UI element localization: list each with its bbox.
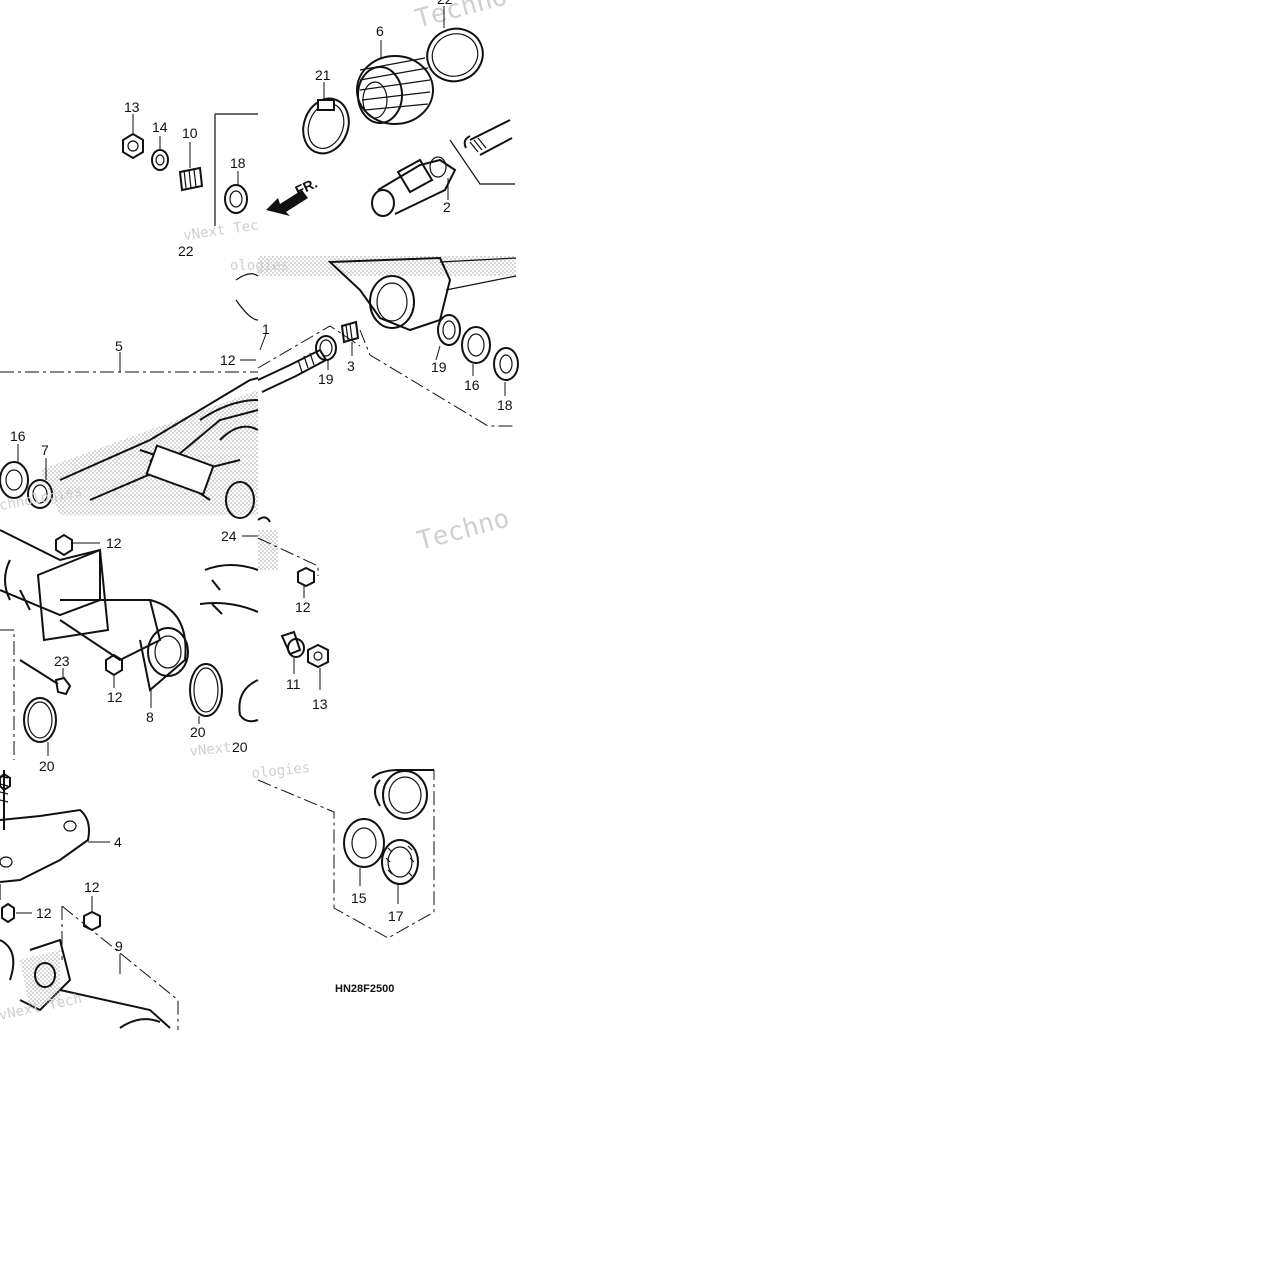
nut-part-13: 13: [122, 99, 144, 160]
callout-12b: 12: [106, 535, 122, 551]
tube-part-right: [257, 769, 435, 939]
clamp-part-22: 22: [426, 0, 484, 83]
housing-part-9: 9: [0, 905, 179, 1030]
nut-part-12a: 12: [55, 533, 122, 557]
panel-bottom: 4 12 12 9: [0, 769, 435, 1030]
callout-15: 15: [351, 890, 367, 906]
callout-3: 3: [347, 358, 355, 374]
callout-5: 5: [115, 338, 123, 354]
ring-part-19: 19: [315, 335, 337, 387]
callout-9: 9: [115, 938, 123, 954]
nut-part-12e: 12: [0, 902, 52, 924]
shaft-part-1: 1 12: [220, 321, 328, 393]
callout-16: 16: [464, 377, 480, 393]
callout-12c: 12: [107, 689, 123, 705]
bearing-part-15: 15: [343, 818, 385, 906]
housing-part-8: 8: [0, 529, 189, 725]
callout-14: 14: [152, 119, 168, 135]
seal-part-17: 17: [381, 839, 419, 924]
callout-12e: 12: [36, 905, 52, 921]
callout-17: 17: [388, 908, 404, 924]
callout-19: 19: [318, 371, 334, 387]
front-arrow-icon: FR.: [266, 175, 320, 216]
svg-text:vNext Tec: vNext Tec: [182, 218, 259, 244]
svg-text:ologies: ologies: [251, 760, 311, 782]
callout-23: 23: [54, 653, 70, 669]
callout-12f: 12: [84, 879, 100, 895]
callout-16b: 16: [10, 428, 26, 444]
callout-22: 22: [437, 0, 453, 7]
svg-text:ologies: ologies: [230, 258, 289, 274]
callout-12d: 12: [295, 599, 311, 615]
callout-7: 19: [431, 359, 447, 375]
svg-text:Techno: Techno: [414, 503, 512, 556]
callout-20: 20: [39, 758, 55, 774]
callout-18: 18: [230, 155, 246, 171]
boot-part-6: 6: [356, 23, 434, 125]
arrow-label: FR.: [293, 175, 320, 199]
callout-20c: 20: [232, 739, 248, 755]
callout-6: 6: [376, 23, 384, 39]
callout-10: 10: [182, 125, 198, 141]
callout-22b: 22: [178, 243, 194, 259]
spring-part-10: 10: [178, 125, 204, 192]
callout-8: 8: [146, 709, 154, 725]
callout-11: 11: [286, 676, 301, 692]
diagram-code: HN28F2500: [335, 983, 394, 995]
housing-right: [327, 256, 517, 427]
bearing-part-18b: 18: [493, 347, 519, 413]
nut-part-13b: 13: [307, 643, 329, 712]
svg-text:vNext: vNext: [189, 740, 233, 760]
nut-part-12b: 12: [105, 653, 123, 705]
bearing-part-18a: 18: [224, 155, 248, 214]
callout-7b: 7: [41, 442, 49, 458]
callout-2: 2: [443, 199, 451, 215]
joint-part-2: 2: [371, 119, 515, 217]
clip-part-24: 24: [221, 516, 319, 576]
bolt-part-23: 23: [0, 629, 72, 760]
nut-part-12f: 12: [83, 879, 101, 932]
oring-part-20c: 20: [232, 679, 259, 755]
callout-21: 21: [315, 67, 331, 83]
callout-13b: 13: [312, 696, 328, 712]
mount-part-4: 4: [0, 770, 122, 900]
washer-part-14: 14: [151, 119, 169, 171]
callout-1: 1: [262, 321, 270, 337]
clamp-part-21: 21: [302, 67, 350, 155]
callout-24: 24: [221, 528, 237, 544]
bearing-part-16b: 16: [0, 428, 29, 499]
swingarm-part-5: 5: [0, 273, 259, 519]
seal-part-7a: 19: [431, 314, 461, 375]
panel-top: Techno 22 6 21: [122, 0, 515, 259]
bearing-part-16a: 16: [461, 326, 491, 393]
seal-part-7b: 7: [27, 442, 53, 509]
nut-part-12d: 12: [295, 566, 315, 615]
group-bracket-b: [257, 325, 361, 369]
panel-lower: 8 12 12 23 20: [0, 516, 329, 782]
group-bracket: [214, 113, 258, 226]
callout-18b: 18: [497, 397, 513, 413]
cap-piece: [199, 564, 259, 615]
callout-12: 12: [220, 352, 236, 368]
callout-4: 4: [114, 834, 122, 850]
oring-part-20a: 20: [23, 697, 57, 774]
oring-part-20b: 20: [189, 663, 223, 740]
bolt-part-11: 11: [280, 630, 305, 692]
spring-part-3: 3: [340, 320, 360, 374]
callout-20b: 20: [190, 724, 206, 740]
callout-13: 13: [124, 99, 140, 115]
panel-middle: 19 16 18 1 12 19: [0, 256, 519, 557]
